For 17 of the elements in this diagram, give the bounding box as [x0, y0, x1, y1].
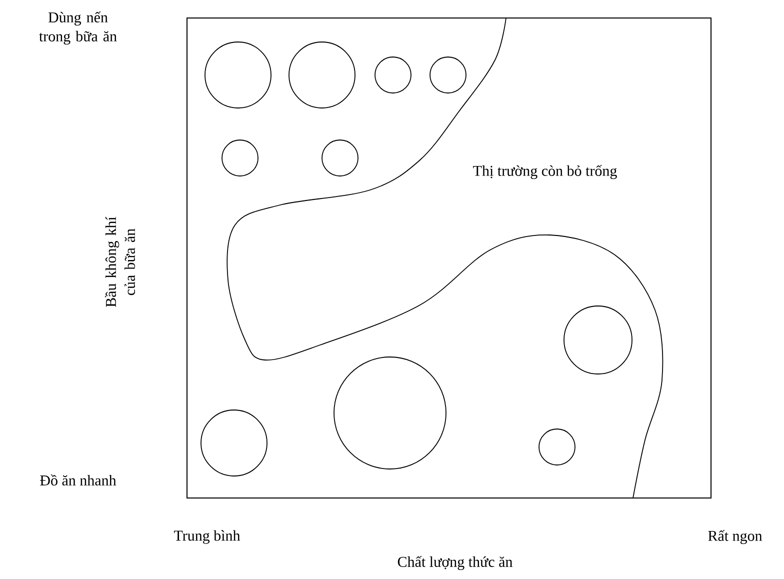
circle	[204, 42, 272, 108]
circle	[374, 56, 412, 94]
circle	[564, 306, 632, 374]
axis-label: Rất ngon	[708, 530, 762, 544]
circle	[200, 410, 268, 476]
axis-label: Bầu không khí của bữa ăn	[105, 216, 135, 307]
axis-label: Chất lượng thức ăn	[398, 556, 512, 570]
circle	[538, 428, 576, 466]
axis-label: Dùng nến trong bữa ăn	[39, 11, 117, 45]
circle	[222, 140, 258, 176]
axis-label: Trung bình	[174, 530, 240, 544]
axis-label: Đồ ăn nhanh	[40, 474, 116, 486]
circle	[430, 56, 466, 94]
circle	[288, 42, 356, 108]
circle	[322, 140, 358, 176]
axis-label: Thị trường còn bỏ trống	[473, 164, 617, 180]
circle	[334, 356, 446, 470]
